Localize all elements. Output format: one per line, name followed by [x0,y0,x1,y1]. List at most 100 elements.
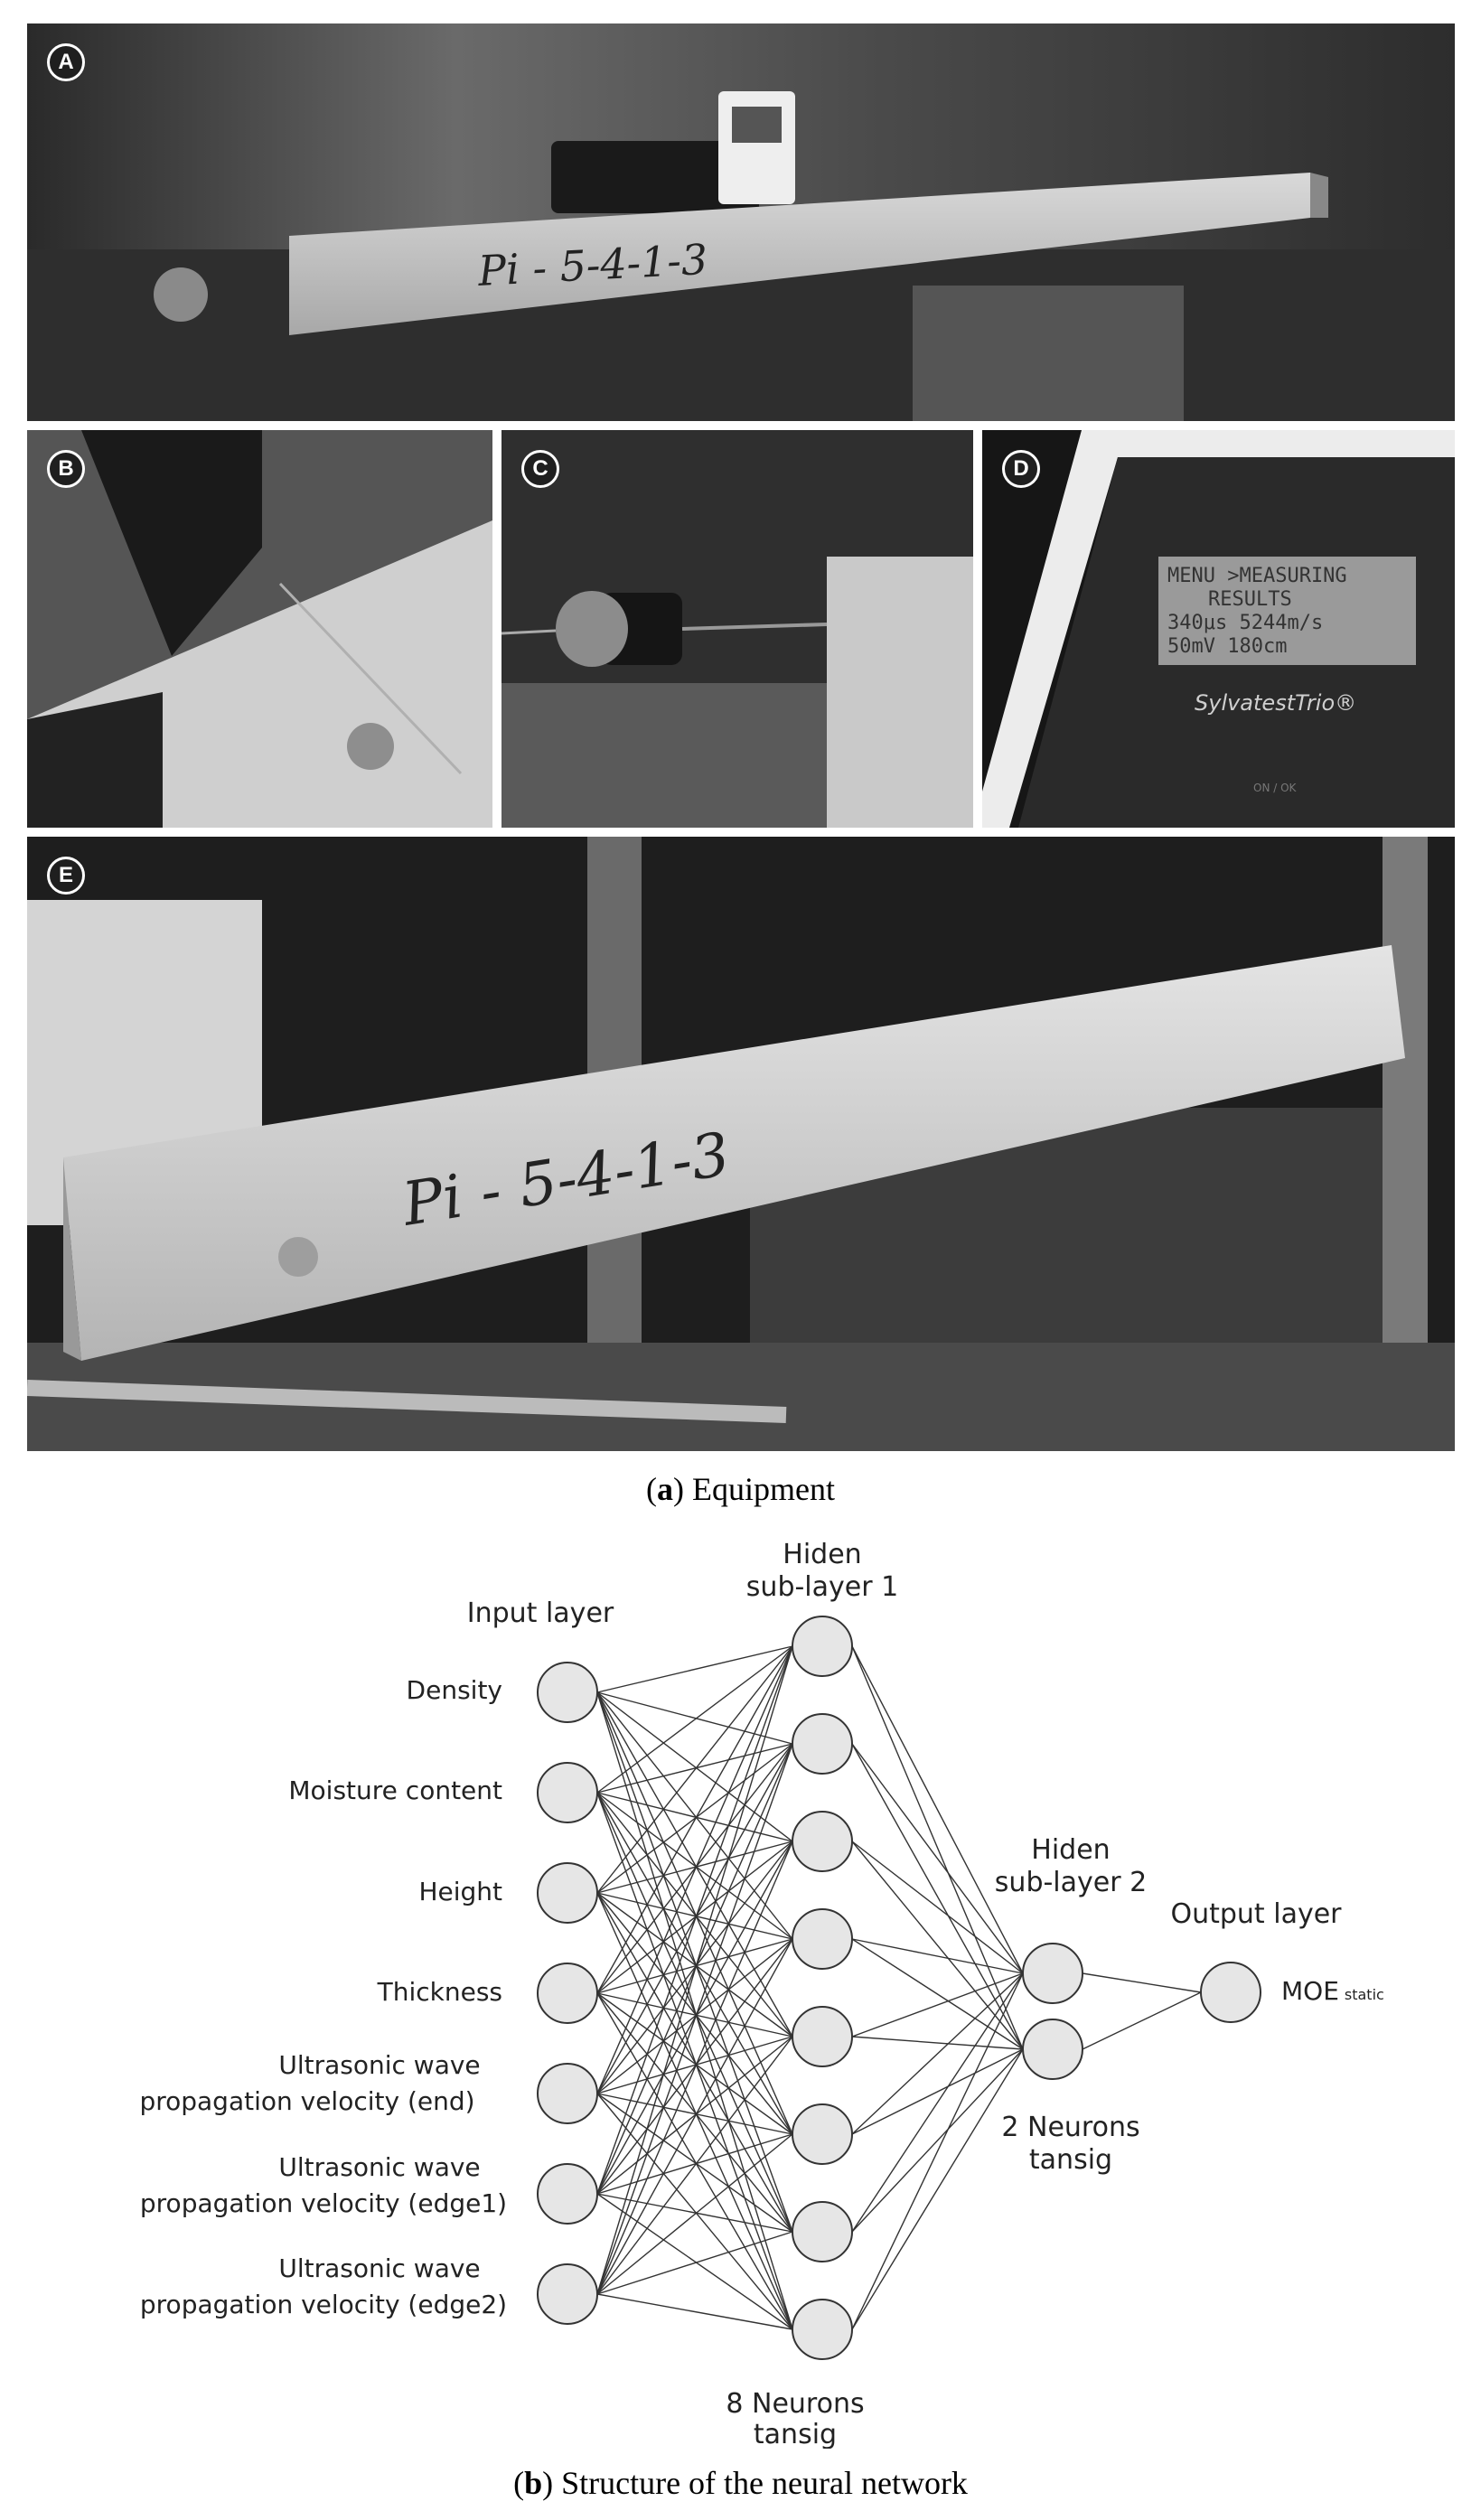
edge-input-hidden1 [596,1645,793,2094]
edge-input-hidden1 [596,1691,793,2233]
edge-input-hidden1 [596,1992,793,2038]
edge-input-hidden1 [596,1938,793,2094]
device-button: ON / OK [1253,782,1298,794]
input-neuron [537,1762,598,1823]
input-layer-title: Input layer [467,1597,614,1629]
edge-hidden1-hidden2 [851,1841,1024,1974]
input-label-moisture: Moisture content [288,1775,502,1805]
edge-input-hidden1 [596,2093,793,2330]
caption-b-text: Structure of the neural network [553,2465,968,2501]
edge-hidden1-hidden2 [851,1938,1024,2050]
hidden2-note-1: 2 Neurons [1001,2112,1139,2143]
edge-input-hidden1 [596,2193,793,2233]
edge-input-hidden1 [596,1892,793,2038]
edge-input-hidden1 [596,1792,793,1940]
panel-letter-a: A [47,43,85,81]
edge-hidden1-hidden2 [851,1645,1024,2050]
edge-input-hidden1 [596,1792,793,2038]
photo-panel-d: MENU >MEASURING RESULTS 340μs 5244m/s 50… [982,430,1455,828]
edge-input-hidden1 [596,1792,793,2233]
edge-input-hidden1 [596,1892,793,2233]
edge-hidden1-hidden2 [851,2048,1024,2330]
input-label-velocity-edge1-1: Ultrasonic wave [278,2152,480,2182]
edge-input-hidden1 [596,1792,793,1842]
edge-input-hidden1 [596,2133,793,2195]
edge-hidden1-hidden2 [851,1972,1024,2233]
caption-b-label: b [524,2465,543,2501]
edge-input-hidden1 [596,2036,793,2094]
hidden2-note-2: tansig [1029,2144,1112,2176]
edge-input-hidden1 [596,1691,793,1842]
edge-input-hidden1 [596,1645,793,1994]
edge-hidden1-hidden2 [851,1972,1024,2135]
photo-c-image [501,430,973,828]
input-label-velocity-edge2-1: Ultrasonic wave [278,2253,480,2283]
edge-input-hidden1 [596,1892,793,2135]
edge-hidden1-hidden2 [851,1972,1024,2330]
edge-hidden1-hidden2 [851,1743,1024,1974]
edge-input-hidden1 [596,1645,793,1794]
photo-panel-a: Pi - 5-4-1-3 A [27,23,1455,421]
caption-a-text: Equipment [684,1471,835,1507]
edge-input-hidden1 [596,1691,793,1940]
input-neuron [537,1662,598,1723]
input-label-velocity-end-1: Ultrasonic wave [278,2050,480,2080]
edge-input-hidden1 [596,1938,793,2295]
hidden1-neuron [792,2299,853,2360]
input-label-height: Height [418,1877,502,1906]
edge-input-hidden1 [596,1992,793,2330]
caption-a: (a) Equipment [646,1471,835,1507]
input-label-velocity-edge2-2: propagation velocity (edge2) [140,2290,507,2319]
photo-panel-e: Pi - 5-4-1-3 E [27,837,1455,1451]
edge-input-hidden1 [596,1743,793,1794]
caption-b: (b) Structure of the neural network [513,2465,968,2501]
network-edges [596,1645,1202,2330]
edge-hidden1-hidden2 [851,2036,1024,2050]
output-neuron [1200,1962,1261,2023]
edge-input-hidden1 [596,2231,793,2295]
input-label-velocity-end-2: propagation velocity (end) [139,2086,474,2116]
edge-input-hidden1 [596,2293,793,2330]
device-screen-line-1: MENU >MEASURING [1167,565,1347,587]
hidden1-neuron [792,1908,853,1970]
edge-input-hidden1 [596,1645,793,2195]
input-neuron [537,1963,598,2024]
edge-input-hidden1 [596,1992,793,2233]
edge-input-hidden1 [596,1841,793,2295]
input-neuron [537,2063,598,2124]
edge-input-hidden1 [596,1792,793,2135]
edge-hidden1-hidden2 [851,2048,1024,2233]
device-screen-line-4: 50mV 180cm [1167,635,1287,658]
edge-input-hidden1 [596,2093,793,2135]
hidden1-title-1: Hiden [783,1539,861,1570]
edge-input-hidden1 [596,1691,793,2038]
photo-a-image: Pi - 5-4-1-3 [27,23,1455,421]
edge-hidden1-hidden2 [851,2048,1024,2135]
input-label-thickness: Thickness [377,1977,502,2007]
hidden1-neuron [792,1616,853,1677]
photo-e-image: Pi - 5-4-1-3 [27,837,1455,1451]
beam-label-a: Pi - 5-4-1-3 [476,235,709,295]
edge-input-hidden1 [596,1743,793,1894]
caption-a-label: a [657,1471,673,1507]
panel-letter-d: D [1002,450,1040,488]
edge-input-hidden1 [596,1691,793,1745]
edge-hidden1-hidden2 [851,1841,1024,2050]
input-neuron [537,2163,598,2225]
hidden1-neuron [792,2201,853,2262]
edge-input-hidden1 [596,1792,793,2330]
edge-hidden1-hidden2 [851,1938,1024,1974]
hidden2-neuron [1022,2019,1083,2080]
edge-input-hidden1 [596,1892,793,2330]
edge-input-hidden1 [596,2036,793,2195]
edge-hidden2-output [1082,1991,1202,2050]
network-nodes [537,1616,1261,2360]
photo-b-image [27,430,492,828]
input-neuron [537,2263,598,2325]
hidden1-neuron [792,1713,853,1775]
output-layer-title: Output layer [1170,1898,1342,1930]
edge-input-hidden1 [596,1841,793,1894]
hidden1-neuron [792,2103,853,2165]
edge-input-hidden1 [596,1743,793,2295]
